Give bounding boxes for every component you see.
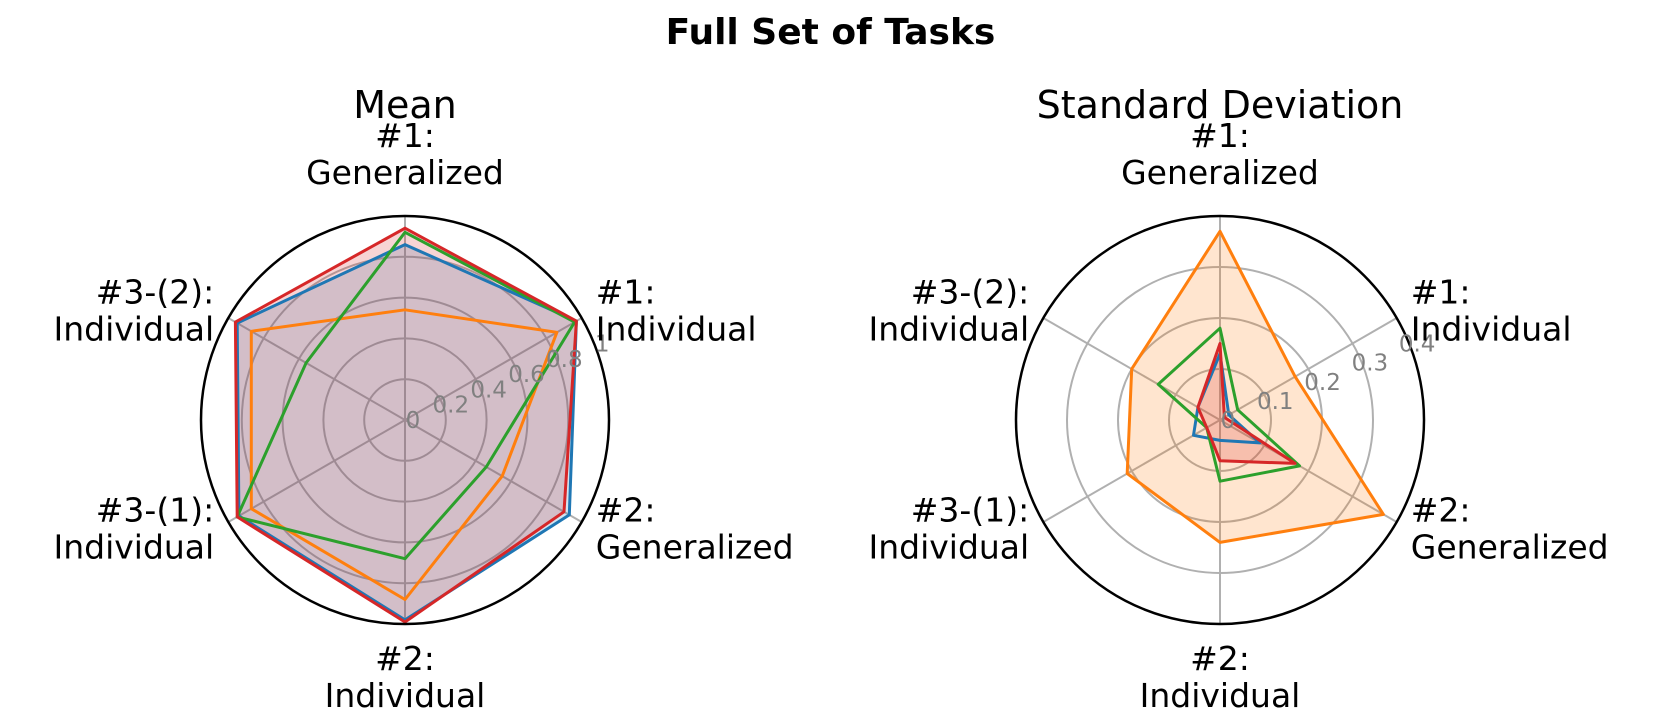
- category-label: #3-(1):Individual: [53, 491, 214, 567]
- category-label: #1:Generalized: [1121, 116, 1319, 192]
- chart-title: Mean: [353, 83, 457, 127]
- chart-title: Standard Deviation: [1037, 83, 1404, 127]
- series-line-4: [233, 226, 578, 624]
- r-tick-label: 0.4: [470, 377, 507, 403]
- category-label: #3-(2):Individual: [53, 273, 214, 349]
- category-label: #1:Individual: [596, 273, 757, 349]
- r-tick-label: 0: [1221, 408, 1236, 434]
- category-label: #2:Generalized: [596, 491, 794, 567]
- radar-chart-2: Standard Deviation 0 0.1 0.2 0.3 0.4 #1:Genera…: [868, 83, 1608, 715]
- r-tick-label: 1: [595, 332, 610, 358]
- category-label: #2:Individual: [325, 639, 486, 715]
- series-fill-4: [1197, 343, 1296, 464]
- grid-spoke: [404, 317, 583, 421]
- r-tick-label: 0.1: [1257, 389, 1294, 415]
- category-label: #1:Individual: [1411, 273, 1572, 349]
- category-label: #3-(1):Individual: [868, 491, 1029, 567]
- r-tick-label: 0.2: [433, 393, 470, 419]
- radar-chart-1: Mean 0 0.20.40.60.8 1 #1:Generalized #1:Indiv…: [53, 83, 793, 715]
- outer-frame: [1014, 214, 1426, 626]
- grid-spoke: [1219, 317, 1398, 421]
- grid-spoke: [404, 419, 583, 523]
- grid-spoke: [1219, 419, 1398, 523]
- series-fill-2: [1127, 231, 1384, 543]
- r-tick-label: 0.6: [508, 362, 545, 388]
- category-label: #2:Individual: [1140, 639, 1301, 715]
- category-label: #3-(2):Individual: [868, 273, 1029, 349]
- series-line-2: [1125, 229, 1385, 544]
- r-tick-label: 0.2: [1304, 370, 1341, 396]
- series-line-3: [235, 230, 577, 561]
- r-tick-label: 0.8: [546, 347, 583, 373]
- grid-spoke: [227, 317, 406, 421]
- outer-frame: [199, 214, 611, 626]
- category-label: #1:Generalized: [306, 116, 504, 192]
- category-label: #2:Generalized: [1411, 491, 1609, 567]
- r-tick-label: 0.4: [1399, 332, 1436, 358]
- grid-spoke: [1042, 419, 1221, 523]
- figure-title: Full Set of Tasks: [665, 12, 996, 53]
- series-line-3: [1156, 326, 1301, 483]
- grid-spoke: [227, 419, 406, 523]
- series-fill-4: [235, 228, 577, 622]
- series-line-4: [1196, 342, 1297, 465]
- series-fill-1: [237, 244, 577, 620]
- r-tick-label: 0.3: [1352, 351, 1389, 377]
- series-line-2: [249, 308, 559, 601]
- r-tick-label: 0: [406, 408, 421, 434]
